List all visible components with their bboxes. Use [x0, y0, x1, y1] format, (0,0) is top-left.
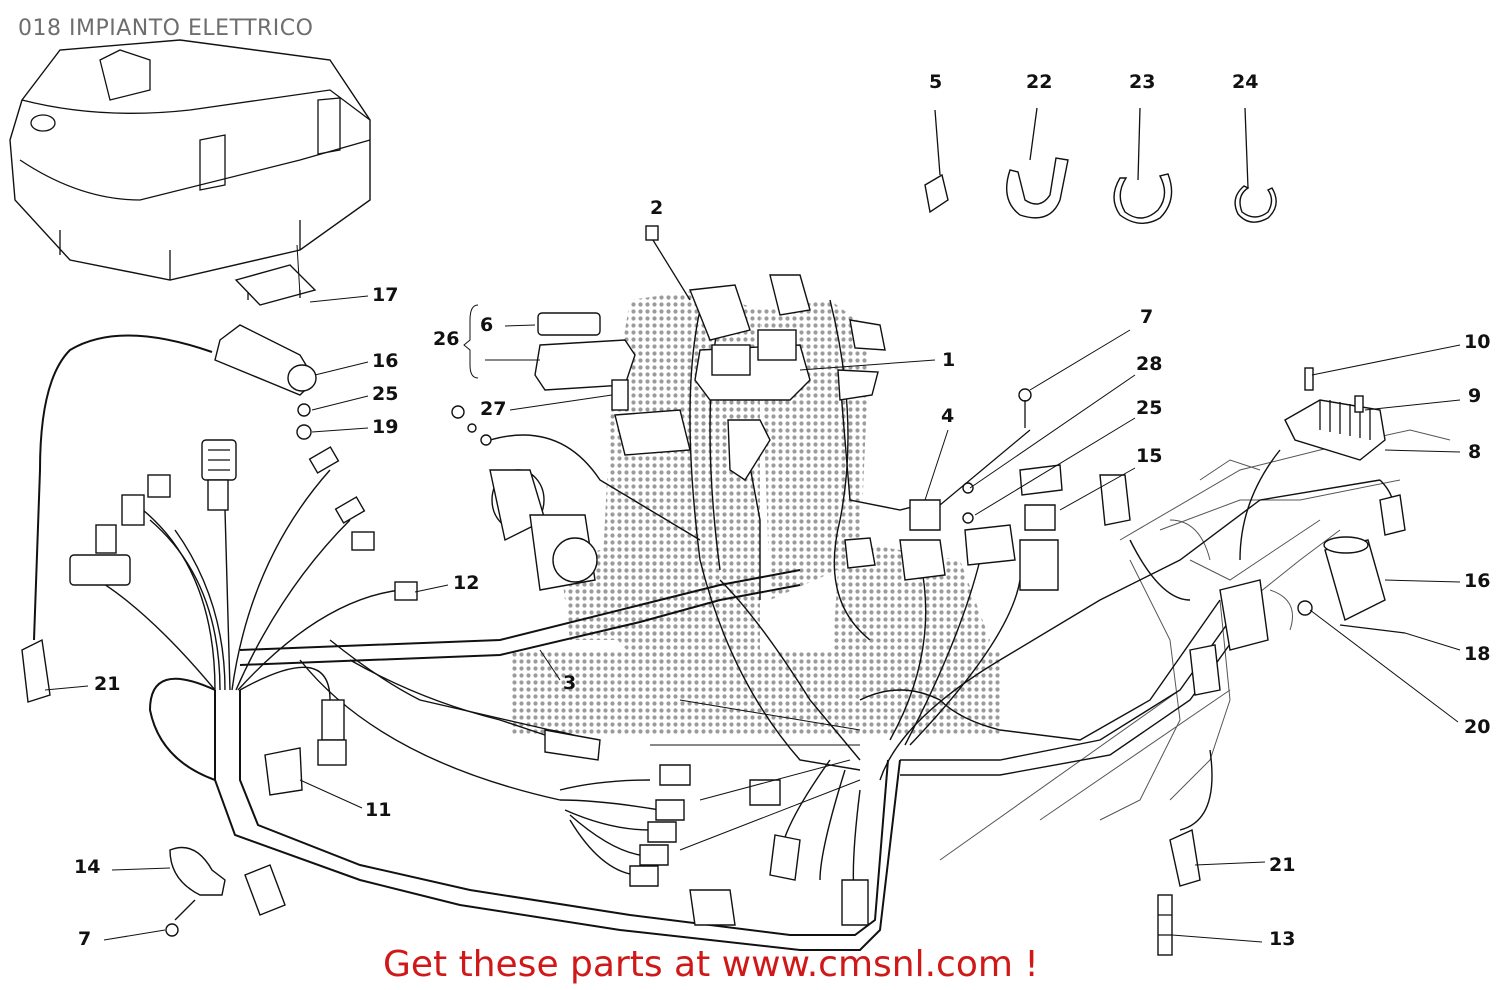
- promo-link[interactable]: Get these parts at www.cmsnl.com !: [383, 944, 1039, 985]
- callout-24[interactable]: 24: [1232, 71, 1259, 93]
- bracket-17: [234, 244, 317, 306]
- callout-10[interactable]: 10: [1464, 331, 1491, 353]
- callout-3[interactable]: 3: [563, 672, 577, 694]
- left-connectors: [69, 439, 869, 926]
- callout-16-left[interactable]: 16: [372, 350, 399, 372]
- callout-21-right[interactable]: 21: [1269, 854, 1296, 876]
- callout-2[interactable]: 2: [650, 197, 664, 219]
- horn-14: [165, 846, 226, 937]
- callout-8[interactable]: 8: [1468, 441, 1482, 463]
- callout-9[interactable]: 9: [1468, 385, 1482, 407]
- callout-7-top[interactable]: 7: [1140, 306, 1154, 328]
- callout-21-left[interactable]: 21: [94, 673, 121, 695]
- callout-23[interactable]: 23: [1129, 71, 1156, 93]
- callout-27[interactable]: 27: [480, 398, 507, 420]
- starter-solenoid: [451, 405, 598, 591]
- battery-cover: [9, 39, 371, 281]
- regulator-and-coil-right: [844, 367, 1406, 696]
- spark-plug-right: [1157, 828, 1201, 956]
- callout-5[interactable]: 5: [929, 71, 943, 93]
- callout-1[interactable]: 1: [942, 349, 956, 371]
- callout-4[interactable]: 4: [941, 405, 955, 427]
- page-title: 018 IMPIANTO ELETTRICO: [18, 16, 314, 41]
- callout-25-left[interactable]: 25: [372, 383, 399, 405]
- callout-12[interactable]: 12: [453, 572, 480, 594]
- callout-leaders: [44, 295, 1461, 943]
- main-wiring-harness: [79, 299, 1394, 951]
- relay-fuse-box: [534, 225, 886, 481]
- callout-25-right[interactable]: 25: [1136, 397, 1163, 419]
- callout-15[interactable]: 15: [1136, 445, 1163, 467]
- callout-11[interactable]: 11: [365, 799, 392, 821]
- callout-17[interactable]: 17: [372, 284, 399, 306]
- callout-19[interactable]: 19: [372, 416, 399, 438]
- callout-28[interactable]: 28: [1136, 353, 1163, 375]
- ignition-coil-left: [21, 324, 317, 703]
- motorcycle-frame: [939, 429, 1451, 861]
- callout-16-right[interactable]: 16: [1464, 570, 1491, 592]
- callout-6[interactable]: 6: [480, 314, 494, 336]
- callout-14[interactable]: 14: [74, 856, 101, 878]
- callout-13[interactable]: 13: [1269, 928, 1296, 950]
- callout-20[interactable]: 20: [1464, 716, 1491, 738]
- callout-7-bottom[interactable]: 7: [78, 928, 92, 950]
- callout-18[interactable]: 18: [1464, 643, 1491, 665]
- callout-22[interactable]: 22: [1026, 71, 1053, 93]
- loose-parts-top: [924, 107, 1277, 224]
- callout-26[interactable]: 26: [433, 328, 460, 350]
